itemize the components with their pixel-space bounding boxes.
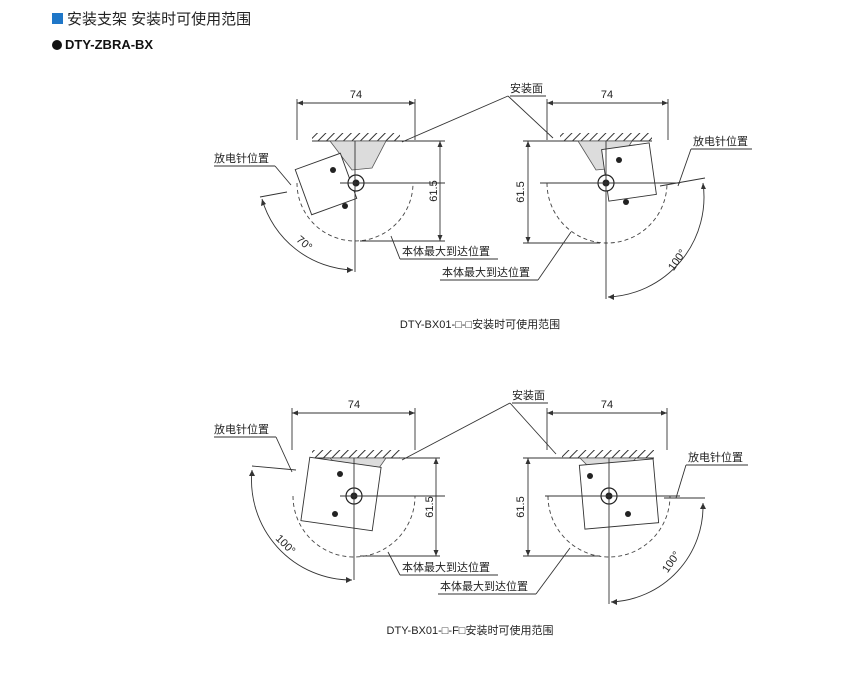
angle-100-label: 100° (660, 550, 683, 576)
figure-bottom-right: 74 61.5 100° 放电针位置 本体最大到达位置 (438, 399, 748, 605)
model-name: DTY-ZBRA-BX (65, 37, 154, 52)
discharge-needle-label: 放电针位置 (693, 134, 748, 148)
height-dimension: 61.5 (515, 181, 527, 202)
discharge-needle-label: 放电针位置 (688, 450, 743, 464)
angle-70-label: 70° (294, 234, 314, 254)
height-dimension: 61.5 (515, 496, 527, 517)
caption-bottom: DTY-BX01-□-F□安装时可使用范围 (387, 623, 554, 637)
black-dot-icon (52, 39, 62, 50)
section-title: 安装支架 安装时可使用范围 (67, 11, 252, 28)
width-dimension: 74 (350, 89, 362, 101)
mount-surface-label: 安装面 (512, 388, 545, 402)
width-dimension: 74 (348, 399, 360, 411)
angle-100-label: 100° (273, 533, 298, 558)
max-reach-label: 本体最大到达位置 (440, 579, 528, 593)
caption-top: DTY-BX01-□-□安装时可使用范围 (400, 317, 560, 331)
max-reach-label: 本体最大到达位置 (402, 560, 490, 574)
figure-top-right: 74 61.5 100° 放电针位置 本体最大到达位置 (440, 89, 752, 300)
mount-surface-label: 安装面 (510, 81, 543, 95)
section-heading: 安装支架 安装时可使用范围 (52, 8, 251, 29)
width-dimension: 74 (601, 89, 613, 101)
figure-top-left: 74 61.5 70° 放电针位置 本体最大到达位置 (214, 89, 498, 273)
max-reach-label: 本体最大到达位置 (402, 244, 490, 258)
model-label: DTY-ZBRA-BX (52, 37, 153, 52)
figure-bottom-left: 74 61.5 100° 放电针位置 本体最大到达位置 (214, 399, 498, 583)
angle-100-label: 100° (666, 248, 689, 274)
max-reach-label: 本体最大到达位置 (442, 265, 530, 279)
discharge-needle-label: 放电针位置 (214, 422, 269, 436)
blue-square-icon (52, 13, 63, 24)
height-dimension: 61.5 (428, 180, 440, 201)
width-dimension: 74 (601, 399, 613, 411)
discharge-needle-label: 放电针位置 (214, 151, 269, 165)
height-dimension: 61.5 (424, 496, 436, 517)
